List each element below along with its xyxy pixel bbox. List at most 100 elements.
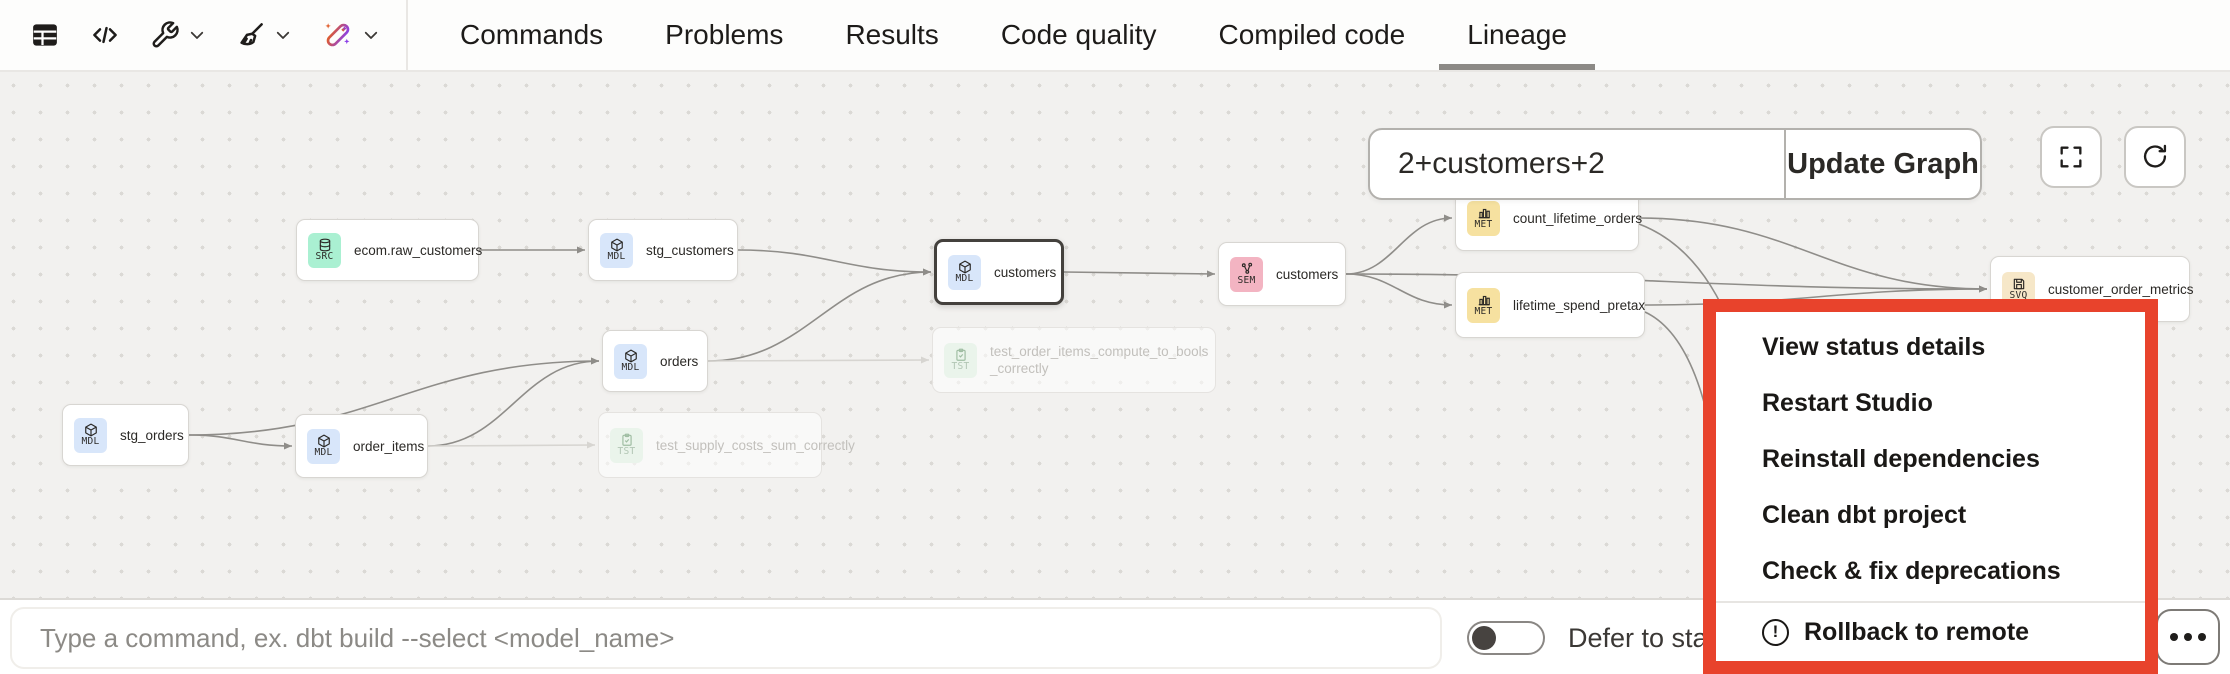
chevron-down-icon[interactable] xyxy=(362,26,380,44)
menu-item-label: View status details xyxy=(1762,332,1986,361)
node-label: stg_customers xyxy=(646,242,734,258)
tab-problems[interactable]: Problems xyxy=(665,19,784,50)
node-label: lifetime_spend_pretax xyxy=(1513,297,1646,313)
menu-item-rollback-to-remote[interactable]: ! Rollback to remote xyxy=(1716,604,2145,660)
table-icon xyxy=(33,24,57,46)
menu-item-clean-dbt-project[interactable]: Clean dbt project xyxy=(1716,487,2145,543)
edge-order_items-to-test_supply_costs xyxy=(427,441,596,449)
edge-stg_orders-to-order_items xyxy=(188,434,293,450)
code-icon xyxy=(93,26,117,44)
update-graph-button[interactable]: Update Graph xyxy=(1786,130,1980,198)
lineage-node-customers-sem[interactable]: SEM customers xyxy=(1218,242,1346,306)
test-badge: TST xyxy=(944,342,977,378)
edge-stg_orders-to-orders xyxy=(188,357,600,436)
lineage-node-lifetime-spend-pretax[interactable]: MET lifetime_spend_pretax xyxy=(1455,272,1645,338)
edge-orders-to-test_order_items xyxy=(707,356,930,364)
node-label: customers xyxy=(994,264,1057,280)
lineage-node-orders[interactable]: MDL orders xyxy=(602,330,708,392)
magic-wand-icon xyxy=(325,23,350,47)
tab-compiled-code[interactable]: Compiled code xyxy=(1218,19,1406,50)
edge-customers_sem-to-lifetime_spend_pretax xyxy=(1345,273,1453,309)
node-label: ecom.raw_customers xyxy=(354,242,483,258)
lineage-node-test-order-items[interactable]: TST test_order_items_compute_to_bools _co… xyxy=(932,327,1216,393)
node-label: test_supply_costs_sum_correctly xyxy=(656,437,855,453)
node-label: count_lifetime_orders xyxy=(1513,210,1643,226)
edge-customers_sem-to-count_lifetime_orders xyxy=(1345,214,1453,275)
lineage-node-test-supply-costs[interactable]: TST test_supply_costs_sum_correctly xyxy=(598,412,855,478)
model-badge: MDL xyxy=(74,417,107,453)
menu-item-check-fix-deprecations[interactable]: Check & fix deprecations xyxy=(1716,543,2145,599)
refresh-graph-button[interactable] xyxy=(2124,126,2186,188)
edge-customers_mdl-to-customers_sem xyxy=(1063,270,1216,278)
code-view-button[interactable] xyxy=(90,20,120,50)
toolbar-icon-group xyxy=(0,19,406,51)
menu-item-view-status-details[interactable]: View status details xyxy=(1716,319,2145,375)
edge-lifetime_spend_pretax-to-customer_order_metrics xyxy=(1644,285,1988,306)
build-tools-button[interactable] xyxy=(150,20,206,50)
tab-lineage[interactable]: Lineage xyxy=(1439,0,1595,70)
tab-commands[interactable]: Commands xyxy=(460,19,604,50)
node-label: customers xyxy=(1276,266,1339,282)
tab-results[interactable]: Results xyxy=(845,19,939,50)
refresh-icon xyxy=(2143,144,2167,168)
lineage-node-customers-mdl[interactable]: MDL customers xyxy=(934,239,1064,305)
model-badge: MDL xyxy=(948,254,981,290)
toolbar-divider xyxy=(406,0,408,71)
source-badge: SRC xyxy=(308,232,341,268)
node-label: orders xyxy=(660,353,699,369)
dot xyxy=(2170,633,2178,641)
node-label: test_order_items_compute_to_bools _corre… xyxy=(990,344,1209,376)
menu-item-label: Check & fix deprecations xyxy=(1762,556,2061,585)
ai-fix-button[interactable] xyxy=(322,19,380,51)
model-badge: MDL xyxy=(600,232,633,268)
lineage-node-ecom-raw-customers[interactable]: SRC ecom.raw_customers xyxy=(296,219,483,281)
tab-bar: Commands Problems Results Code quality Compi… xyxy=(408,0,1595,70)
tab-code-quality[interactable]: Code quality xyxy=(1000,19,1157,50)
test-badge: TST xyxy=(610,427,643,463)
dot xyxy=(2184,633,2192,641)
metric-badge: MET xyxy=(1467,200,1500,236)
wrench-icon xyxy=(152,21,179,48)
command-input[interactable] xyxy=(12,609,1440,667)
fullscreen-icon xyxy=(2060,146,2082,168)
command-input-field xyxy=(10,607,1442,669)
lineage-selector-input[interactable] xyxy=(1370,130,1786,198)
toggle-knob xyxy=(1472,625,1496,650)
chevron-down-icon[interactable] xyxy=(274,26,292,44)
menu-item-label: Clean dbt project xyxy=(1762,500,1967,529)
table-preview-button[interactable] xyxy=(30,20,60,50)
menu-item-label: Reinstall dependencies xyxy=(1762,444,2040,473)
menu-item-reinstall-dependencies[interactable]: Reinstall dependencies xyxy=(1716,431,2145,487)
edge-count_lifetime_orders-to-customer_order_metrics xyxy=(1638,217,1988,293)
fullscreen-button[interactable] xyxy=(2040,126,2102,188)
clean-tools-button[interactable] xyxy=(236,20,292,50)
graph-search-bar: Update Graph xyxy=(1368,128,1982,200)
menu-item-label: Restart Studio xyxy=(1762,388,1933,417)
top-toolbar: Commands Problems Results Code quality Compi… xyxy=(0,0,2230,72)
edge-customers_sem-to-customer_order_metrics xyxy=(1345,273,1988,293)
edge-orders-to-customers_mdl xyxy=(707,268,932,362)
warning-circle-icon: ! xyxy=(1762,618,1789,646)
broom-icon xyxy=(240,23,263,46)
node-label: customer_order_metrics xyxy=(2048,281,2194,297)
lineage-node-order-items[interactable]: MDL order_items xyxy=(295,414,428,478)
edge-order_items-to-orders xyxy=(427,357,600,447)
dot xyxy=(2198,633,2206,641)
model-badge: MDL xyxy=(307,428,340,464)
defer-toggle-label: Defer to sta xyxy=(1568,622,1708,653)
menu-item-restart-studio[interactable]: Restart Studio xyxy=(1716,375,2145,431)
lineage-node-stg-customers[interactable]: MDL stg_customers xyxy=(588,219,738,281)
metric-badge: MET xyxy=(1467,287,1500,323)
defer-toggle[interactable] xyxy=(1467,621,1545,655)
menu-separator xyxy=(1716,601,2145,603)
menu-item-label: Rollback to remote xyxy=(1804,617,2030,646)
semantic-badge: SEM xyxy=(1230,256,1263,292)
chevron-down-icon[interactable] xyxy=(188,26,206,44)
more-options-button[interactable] xyxy=(2156,609,2220,665)
edge-stg_customers-to-customers_mdl xyxy=(737,249,932,276)
node-label: order_items xyxy=(353,438,425,454)
model-badge: MDL xyxy=(614,343,647,379)
